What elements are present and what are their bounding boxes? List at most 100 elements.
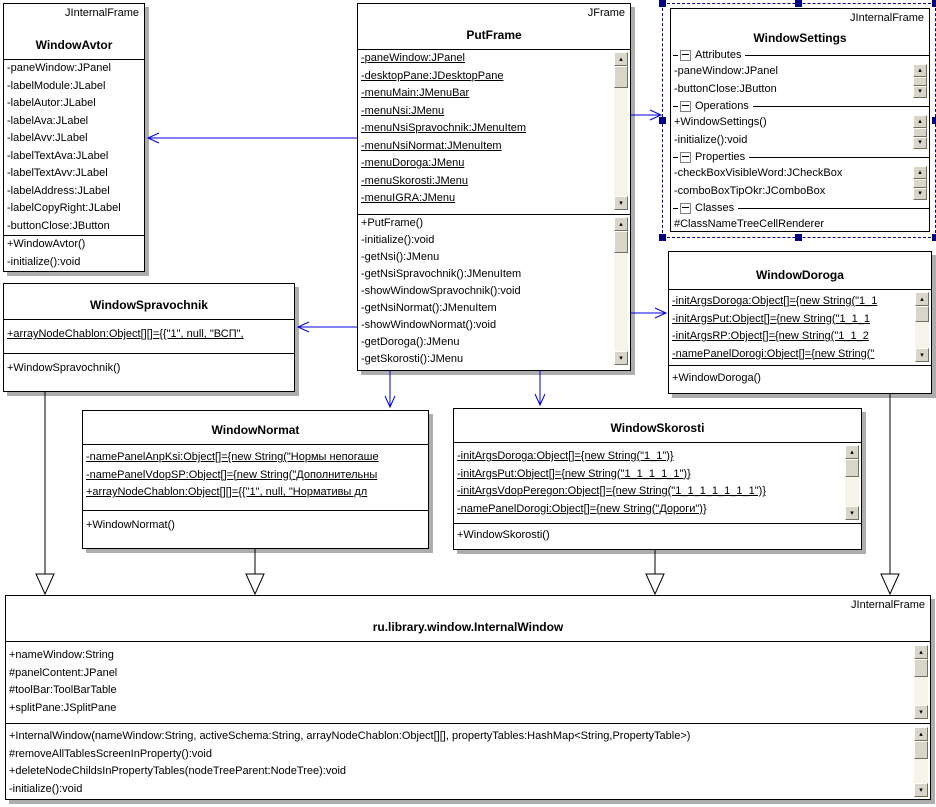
scrollbar-track[interactable]	[914, 677, 928, 705]
attribute-row[interactable]: -paneWindow:JPanel	[7, 62, 111, 74]
scrollbar-thumb[interactable]	[914, 741, 928, 759]
attribute-row[interactable]: -menuNsiSpravochnik:JMenuItem	[361, 122, 527, 134]
selection-handle[interactable]	[659, 0, 666, 7]
class-box-windowdoroga[interactable]: WindowDoroga -initArgsDoroga:Object[]={n…	[668, 251, 932, 394]
generalization-windowdoroga-internalwindow[interactable]	[880, 393, 900, 596]
attribute-row[interactable]: -labelCopyRight:JLabel	[7, 202, 121, 214]
attribute-row[interactable]: -desktopPane:JDesktopPane	[361, 69, 504, 82]
method-row[interactable]: +WindowAvtor()	[7, 238, 86, 250]
generalization-windownormat-internalwindow[interactable]	[245, 548, 265, 596]
scroll-down-icon[interactable]: ▾	[845, 506, 859, 520]
generalization-windowspravochnik-internalwindow[interactable]	[35, 391, 55, 596]
selection-handle[interactable]	[932, 234, 936, 241]
attribute-row[interactable]: -namePanelDorogi:Object[]={new String("Д…	[457, 502, 707, 515]
generalization-windowskorosti-internalwindow[interactable]	[645, 549, 665, 596]
scroll-down-icon[interactable]: ▾	[614, 196, 628, 210]
method-row[interactable]: -getNsiSpravochnik():JMenuItem	[361, 268, 522, 280]
arrow-putframe-to-windowdoroga[interactable]	[630, 307, 668, 319]
method-row[interactable]: -getSkorosti():JMenu	[361, 353, 464, 365]
attribute-row[interactable]: -initArgsDoroga:Object[]={new String("1_…	[457, 450, 674, 462]
methods-scrollbar[interactable]: ▴ ▾	[614, 217, 628, 365]
scrollbar-thumb[interactable]	[614, 66, 628, 88]
attribute-row[interactable]: -labelTextAvv:JLabel	[7, 167, 108, 179]
method-row[interactable]: -showWindowNormat():void	[361, 319, 497, 331]
collapse-icon[interactable]	[680, 100, 691, 112]
scrollbar-thumb[interactable]	[845, 459, 859, 477]
attribute-row[interactable]: -menuNsiNormat:JMenuItem	[361, 139, 502, 152]
attribute-row[interactable]: +splitPane:JSplitPane	[9, 701, 117, 714]
attribute-row[interactable]: -menuIGRA:JMenu	[361, 192, 456, 204]
selection-handle[interactable]	[795, 234, 802, 241]
method-row[interactable]: +deleteNodeChildsInPropertyTables(nodeTr…	[9, 765, 347, 777]
attribute-row[interactable]: -menuNsi:JMenu	[361, 104, 445, 117]
attribute-row[interactable]: -initArgsRP:Object[]={new String("1_1_2	[672, 330, 869, 342]
scroll-down-icon[interactable]: ▾	[913, 85, 927, 98]
attributes-scrollbar[interactable]: ▴ ▾	[914, 645, 928, 719]
scrollbar-track[interactable]	[915, 322, 929, 348]
scroll-up-icon[interactable]: ▴	[913, 64, 927, 77]
method-row[interactable]: +WindowSkorosti()	[457, 529, 550, 541]
attribute-row[interactable]: -menuMain:JMenuBar	[361, 87, 470, 99]
scroll-up-icon[interactable]: ▴	[913, 115, 927, 128]
scrollbar-track[interactable]	[914, 759, 928, 783]
attribute-row[interactable]: -buttonClose:JButton	[674, 82, 777, 95]
method-row[interactable]: -initialize():void	[674, 133, 748, 146]
scroll-down-icon[interactable]: ▾	[913, 187, 927, 200]
scrollbar-track[interactable]	[614, 88, 628, 196]
mini-scrollbar[interactable]: ▴ ▾	[913, 115, 927, 149]
arrow-putframe-to-windowsettings[interactable]	[630, 109, 663, 121]
attributes-scrollbar[interactable]: ▴ ▾	[614, 52, 628, 210]
scroll-up-icon[interactable]: ▴	[614, 217, 628, 231]
attribute-row[interactable]: -initArgsPut:Object[]={new String("1_1_1	[672, 312, 871, 325]
attributes-scrollbar[interactable]: ▴ ▾	[915, 292, 929, 362]
class-box-windowspravochnik[interactable]: WindowSpravochnik +arrayNodeChablon:Obje…	[3, 283, 295, 392]
attribute-row[interactable]: -paneWindow:JPanel	[674, 65, 778, 77]
scroll-up-icon[interactable]: ▴	[914, 645, 928, 659]
attribute-row[interactable]: -labelModule:JLabel	[7, 79, 106, 92]
method-row[interactable]: -getNsiNormat():JMenuItem	[361, 302, 497, 314]
selection-handle[interactable]	[795, 0, 802, 7]
method-row[interactable]: +WindowNormat()	[86, 519, 175, 531]
method-row[interactable]: -initialize():void	[9, 782, 83, 795]
attribute-row[interactable]: -initArgsPut:Object[]={new String("1_1_1…	[457, 467, 691, 480]
scrollbar-thumb[interactable]	[915, 306, 929, 322]
arrow-putframe-to-windowspravochnik[interactable]	[296, 321, 357, 333]
class-box-putframe[interactable]: JFrame PutFrame -paneWindow:JPanel -desk…	[357, 3, 631, 371]
scrollbar-thumb[interactable]	[914, 659, 928, 677]
scroll-down-icon[interactable]: ▾	[913, 136, 927, 149]
inner-class-row[interactable]: #ClassNameTreeCellRenderer	[674, 218, 824, 230]
method-row[interactable]: -showWindowSpravochnik():void	[361, 285, 521, 297]
attribute-row[interactable]: -labelAutor:JLabel	[7, 97, 96, 109]
attribute-row[interactable]: -labelAvv:JLabel	[7, 132, 88, 144]
method-row[interactable]: +PutFrame()	[361, 217, 424, 229]
class-box-windownormat[interactable]: WindowNormat -namePanelAnpKsi:Object[]={…	[82, 410, 429, 549]
method-row[interactable]: #removeAllTablesScreenInProperty():void	[9, 747, 212, 760]
scrollbar-track[interactable]	[614, 253, 628, 351]
mini-scrollbar[interactable]: ▴ ▾	[913, 166, 927, 200]
scrollbar-thumb[interactable]	[913, 127, 927, 137]
arrow-putframe-to-windownormat[interactable]	[384, 370, 396, 409]
method-row[interactable]: +WindowDoroga()	[672, 372, 761, 384]
attribute-row[interactable]: -initArgsDoroga:Object[]={new String("1_…	[672, 295, 878, 307]
attribute-row[interactable]: -labelAddress:JLabel	[7, 184, 110, 197]
selection-handle[interactable]	[932, 117, 936, 124]
method-row[interactable]: +WindowSettings()	[674, 116, 767, 128]
method-row[interactable]: -initialize():void	[361, 234, 435, 246]
scroll-down-icon[interactable]: ▾	[614, 351, 628, 365]
class-box-windowskorosti[interactable]: WindowSkorosti -initArgsDoroga:Object[]=…	[453, 408, 862, 550]
scrollbar-track[interactable]	[845, 477, 859, 506]
property-row[interactable]: -comboBoxTipOkr:JComboBox	[674, 184, 826, 197]
collapse-icon[interactable]	[680, 202, 691, 214]
scroll-down-icon[interactable]: ▾	[914, 705, 928, 719]
scroll-down-icon[interactable]: ▾	[914, 783, 928, 797]
scrollbar-thumb[interactable]	[913, 178, 927, 188]
attribute-row[interactable]: -menuSkorosti:JMenu	[361, 174, 468, 187]
attribute-row[interactable]: -namePanelDorogi:Object[]={new String("	[672, 347, 875, 360]
attribute-row[interactable]: +arrayNodeChablon:Object[][]={{"1", null…	[86, 486, 368, 498]
method-row[interactable]: +WindowSpravochnik()	[7, 362, 121, 374]
attribute-row[interactable]: -labelTextAva:JLabel	[7, 149, 109, 162]
arrow-putframe-to-windowavtor[interactable]	[146, 132, 357, 144]
attribute-row[interactable]: -namePanelVdopSP:Object[]={new String("Д…	[86, 468, 378, 481]
attribute-row[interactable]: -buttonClose:JButton	[7, 219, 110, 232]
scroll-up-icon[interactable]: ▴	[614, 52, 628, 66]
